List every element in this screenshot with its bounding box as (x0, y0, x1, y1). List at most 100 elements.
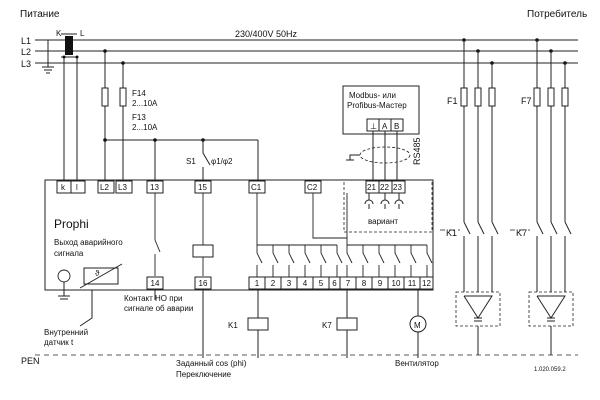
fuse-f13-rating: 2...10A (132, 123, 158, 132)
fuse-f1-label: F1 (447, 96, 458, 106)
bus-l1-label: L1 (21, 36, 31, 46)
motor-symbol: M (414, 321, 421, 330)
terminal-bottom-label: 2 (271, 279, 276, 288)
capacitor-bank-2 (528, 38, 574, 355)
coil-k1-label: K1 (228, 321, 238, 330)
fan-motor-icon (409, 290, 427, 358)
switch-s1-label: S1 (186, 157, 196, 166)
relay-outputs-c1 (256, 193, 343, 277)
terminal-bottom-label: 16 (199, 279, 208, 288)
capacitor-banks (455, 38, 574, 355)
terminal-l2-label: L2 (100, 183, 109, 192)
fuse-icon (488, 87, 496, 107)
terminal-l3-label: L3 (118, 183, 127, 192)
terminal-c2-label: C2 (307, 183, 318, 192)
transformer-l-label: L (80, 29, 85, 38)
coil-k7-label: K7 (322, 321, 332, 330)
fan-label: Вентилятор (395, 359, 439, 368)
fuse-f14-icon (101, 87, 109, 107)
terminal-l-label: l (76, 183, 78, 192)
contactor-contact-icon (491, 221, 499, 235)
modbus-title-line2: Profibus-Мастер (347, 101, 407, 110)
contactor-k7-label: K7 (516, 228, 527, 238)
terminal-15-label: 15 (198, 183, 207, 192)
contactor-contact-icon (477, 221, 485, 235)
terminal-bottom-label: 6 (332, 279, 337, 288)
alarm-output-line2: сигнала (54, 249, 84, 258)
drawing-code: 1.020.059.2 (534, 367, 566, 373)
transformer-k-label: K (56, 29, 62, 38)
terminal-bottom-label: 8 (362, 279, 367, 288)
bus-l2-label: L2 (21, 47, 31, 57)
capacitor-bank-1 (455, 38, 501, 355)
contactor-contact-icon (463, 221, 471, 235)
contactor-k1-label: K1 (446, 228, 457, 238)
terminal-l (70, 180, 86, 194)
sensor-leader (79, 290, 93, 327)
switch-s1-phi: φ1/φ2 (211, 157, 233, 166)
supply-label: Питание (20, 9, 60, 20)
modbus-pins (366, 118, 404, 132)
fuse-icon (533, 87, 541, 107)
terminal-l3 (115, 180, 133, 194)
svg-text:ϑ: ϑ (95, 269, 100, 278)
terminal-bottom-label: 12 (422, 279, 431, 288)
terminal-bottom-label: 14 (151, 279, 160, 288)
variant-label: вариант (368, 217, 398, 226)
setpoint-note-line2: Переключение (176, 370, 232, 379)
fuse-f13-icon (119, 87, 127, 107)
rs485-label: RS485 (412, 137, 422, 165)
fuse-icon (474, 87, 482, 107)
terminal-bottom-12 (419, 276, 434, 290)
modbus-title-line1: Modbus- или (349, 91, 396, 100)
rs485-cable (346, 131, 411, 180)
contactor-contact-icon (550, 221, 558, 235)
terminal-bottom-label: 11 (408, 279, 417, 288)
terminal-bottom-label: 1 (255, 279, 260, 288)
terminal-bottom-label: 7 (346, 279, 351, 288)
terminal-bottom-14 (146, 276, 164, 290)
contact-note-line1: Контакт НО при (124, 294, 183, 303)
temperature-sensor-icon: ϑ (79, 263, 123, 289)
modbus-pin-gnd: ⊥ (370, 122, 377, 131)
fuse-f13-name: F13 (132, 113, 146, 122)
terminal-23-label: 23 (393, 183, 402, 192)
consumer-label: Потребитель (527, 8, 587, 20)
fuse-f7-label: F7 (521, 96, 532, 106)
setpoint-coil-icon (192, 193, 214, 276)
top-terminals (56, 180, 322, 194)
contact-note-line2: сигнале об аварии (124, 304, 193, 313)
sensor-note-line2: датчик t (44, 338, 74, 347)
terminal-bottom-16 (194, 276, 212, 290)
alarm-output-line1: Выход аварийного (54, 238, 123, 247)
terminal-k-label: k (61, 183, 66, 192)
device-name: Prophi (54, 217, 89, 231)
fuse-f14-name: F14 (132, 89, 146, 98)
busbars (35, 39, 578, 356)
device-earth-icon (57, 269, 71, 300)
modbus-pin-b: B (394, 122, 399, 131)
rs485-jumpers (364, 193, 404, 209)
terminal-bottom-label: 10 (392, 279, 401, 288)
terminal-c1-label: C1 (251, 183, 262, 192)
bus-l3-label: L3 (21, 59, 31, 69)
alarm-contact-icon (154, 193, 161, 276)
relay-outputs-c2 (312, 193, 433, 277)
bus-pen-label: PEN (21, 356, 40, 366)
fuse-icon (460, 87, 468, 107)
coil-k1-icon (247, 310, 269, 331)
fuse-icon (561, 87, 569, 107)
terminal-bottom-label: 3 (287, 279, 292, 288)
modbus-pin-a: A (382, 122, 388, 131)
sensor-note-line1: Внутренний (44, 328, 88, 337)
fuse-f14-rating: 2...10A (132, 99, 158, 108)
switch-s1-icon (202, 140, 211, 180)
terminal-bottom-label: 5 (319, 279, 324, 288)
setpoint-note-line1: Заданный cos (phi) (176, 359, 247, 368)
contactor-contact-icon (564, 221, 572, 235)
terminal-22-label: 22 (380, 183, 389, 192)
current-transformer (61, 33, 77, 58)
